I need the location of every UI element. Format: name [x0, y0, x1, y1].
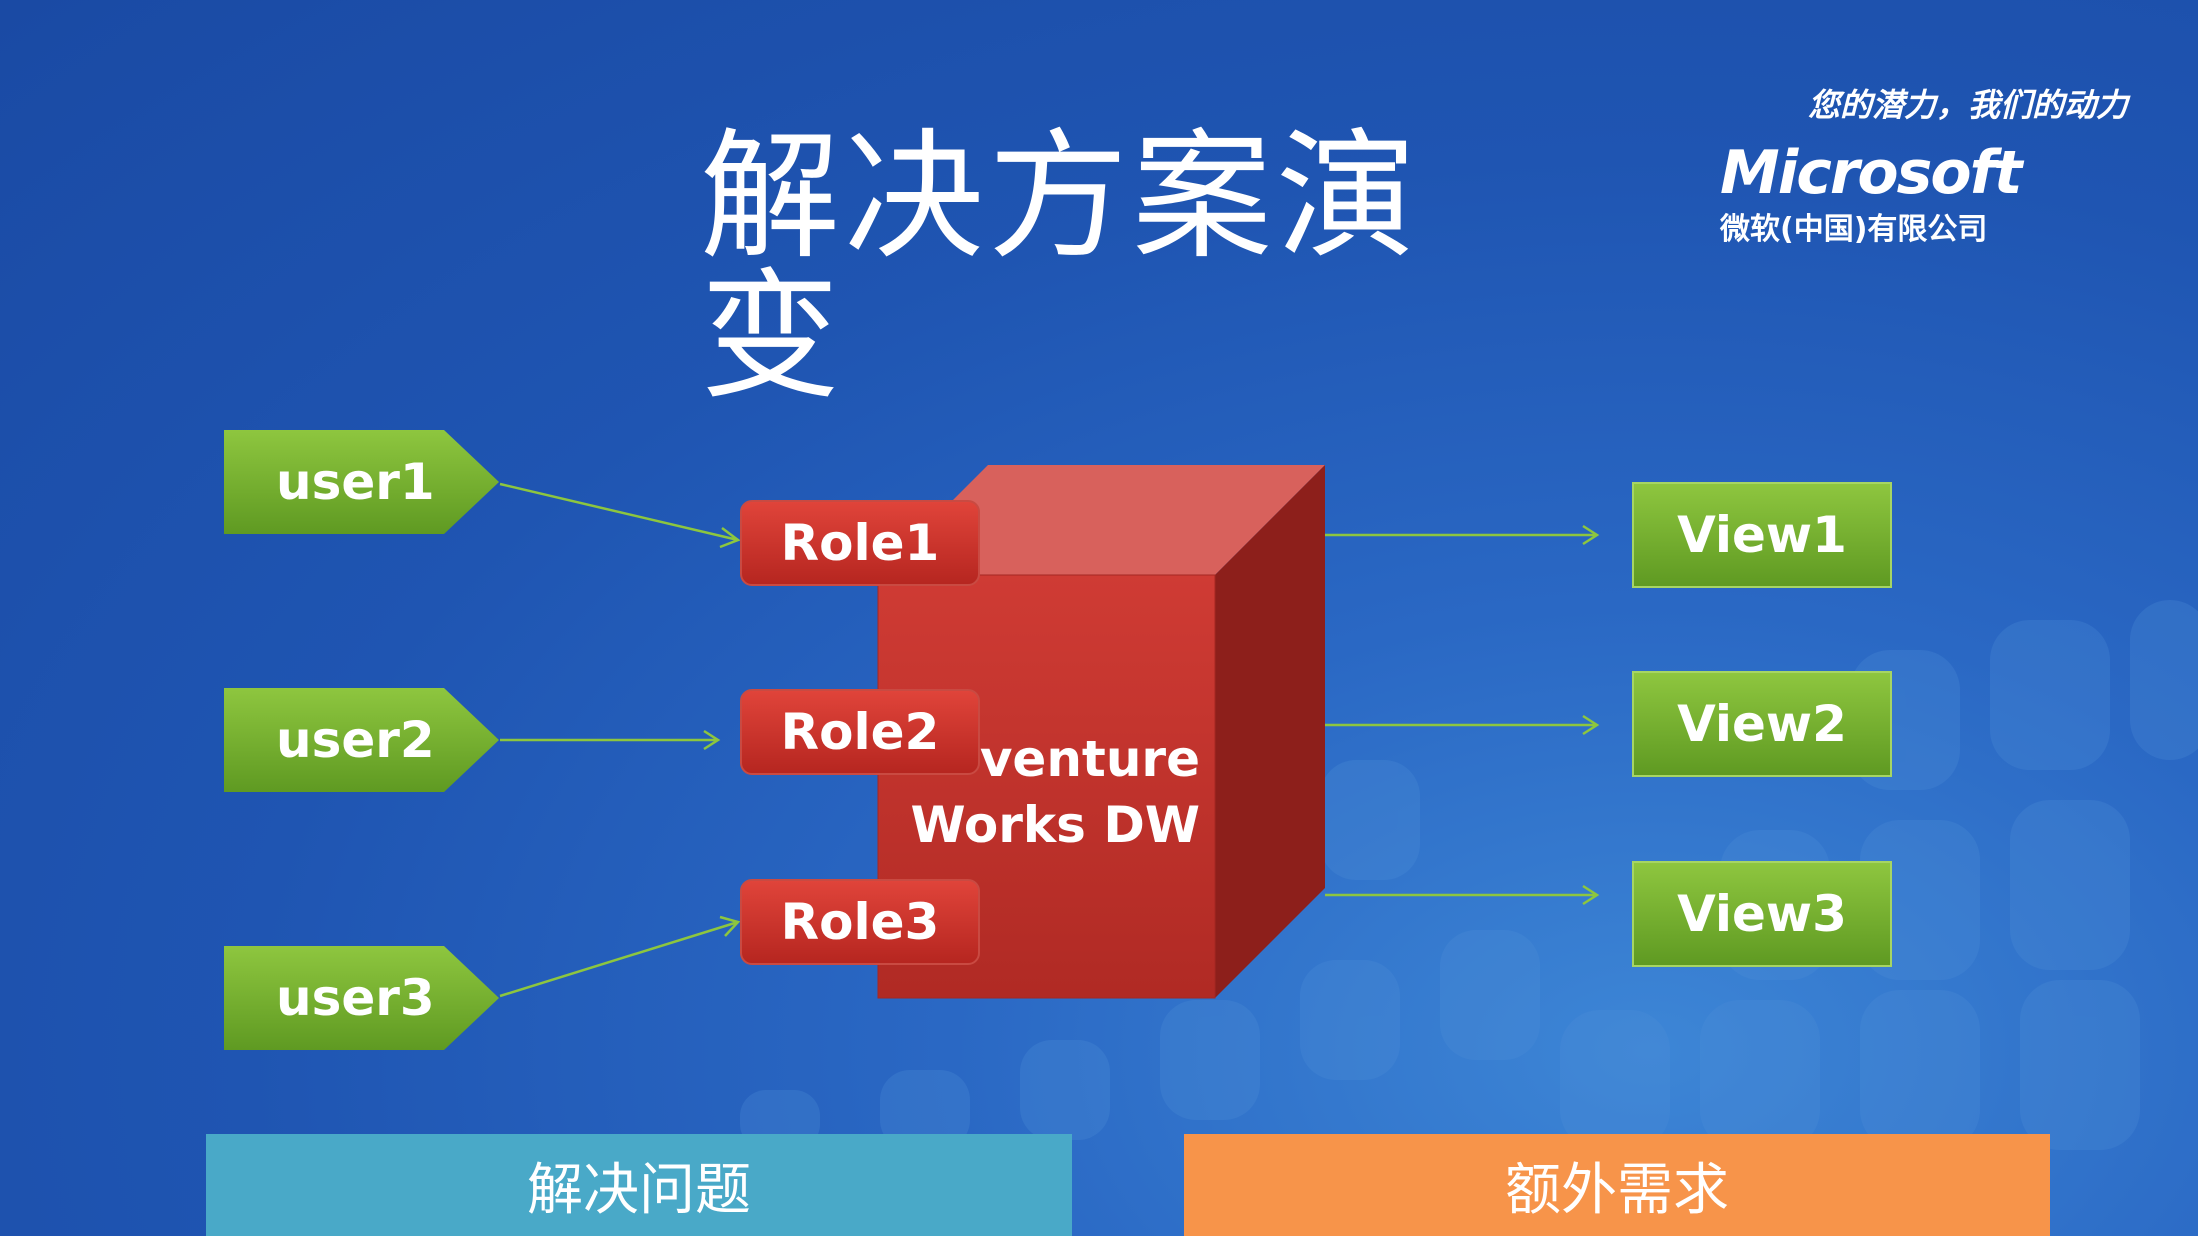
microsoft-logo: Microsoft	[1720, 138, 2022, 208]
arrowhead-role3	[719, 915, 741, 937]
cube-label-line2: Works DW	[910, 796, 1200, 854]
user2-node: user2	[224, 688, 499, 792]
role3-node: Role3	[740, 879, 980, 965]
user3-node: user3	[224, 946, 499, 1050]
role2-node: Role2	[740, 689, 980, 775]
view3-node: View3	[1632, 861, 1892, 967]
extra-requirements-panel: 额外需求	[1184, 1134, 2050, 1236]
arrowhead-view2	[1582, 714, 1600, 736]
slide-title: 解决方案演变	[700, 116, 1421, 419]
role1-node: Role1	[740, 500, 980, 586]
view2-node: View2	[1632, 671, 1892, 777]
arrowhead-view3	[1582, 884, 1600, 906]
cube-side-face	[1215, 465, 1325, 998]
connector-user3-role3	[499, 920, 739, 998]
cube-label: venture Works DW	[900, 726, 1200, 858]
connector-user1-role1	[499, 482, 739, 542]
arrowhead-role2	[703, 729, 721, 751]
user1-node: user1	[224, 430, 499, 534]
view1-node: View1	[1632, 482, 1892, 588]
arrowhead-role1	[719, 527, 741, 549]
cube-label-line1: venture	[979, 730, 1200, 788]
brand-subtitle: 微软(中国)有限公司	[1720, 212, 1988, 247]
problem-solved-panel: 解决问题	[206, 1134, 1072, 1236]
brand-tagline: 您的潜力，我们的动力	[1807, 86, 2128, 124]
arrowhead-view1	[1582, 524, 1600, 546]
